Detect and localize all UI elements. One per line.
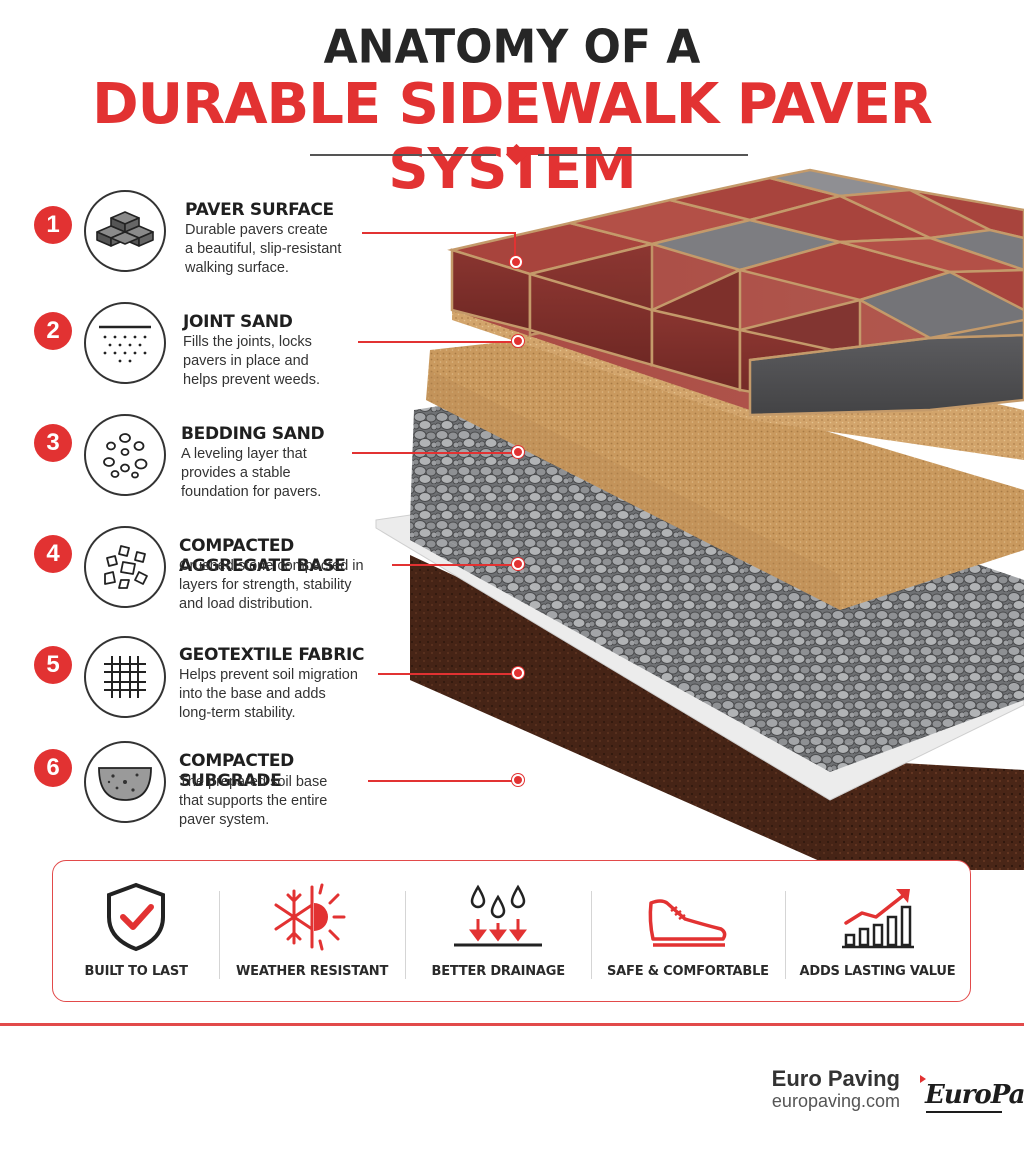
benefit-separator	[405, 891, 406, 979]
leader-line-5	[378, 673, 516, 675]
company-logo: EuroPa	[925, 1080, 1024, 1110]
leader-dot-2	[512, 335, 524, 347]
benefit-weather-resistant: WEATHER RESISTANT	[219, 861, 405, 1003]
layer-item-1: 1 PAVER SURFACE Durable pavers create a …	[0, 190, 400, 290]
paver-blocks-icon	[84, 190, 166, 272]
title-line-2: DURABLE SIDEWALK PAVER SYSTEM	[92, 72, 933, 202]
company-website[interactable]: europaving.com	[771, 1091, 900, 1111]
benefit-separator	[785, 891, 786, 979]
layer-description-1: Durable pavers create a beautiful, slip-…	[185, 222, 342, 276]
layer-description-5: Helps prevent soil migration into the ba…	[179, 667, 358, 721]
leader-line-1	[362, 232, 514, 234]
benefit-label-4: SAFE & COMFORTABLE	[607, 964, 769, 979]
benefit-separator	[219, 891, 220, 979]
growth-chart-icon	[841, 889, 914, 949]
layer-number-5: 5	[34, 646, 72, 684]
benefit-lasting-value: ADDS LASTING VALUE	[785, 861, 970, 1003]
layer-title-2: JOINT SAND	[183, 312, 293, 332]
layer-item-6: 6 COMPACTED SUBGRADE The prepared soil b…	[0, 741, 400, 841]
logo-underline	[926, 1111, 1002, 1113]
title-divider-right	[538, 154, 748, 156]
bedding-sand	[426, 340, 1024, 610]
footer-divider	[0, 1023, 1024, 1026]
shield-check-icon	[107, 882, 165, 952]
paver-layer-stack	[375, 168, 1024, 870]
benefit-separator	[591, 891, 592, 979]
layer-title-5: GEOTEXTILE FABRIC	[179, 645, 365, 665]
crushed-stone-icon	[84, 526, 166, 608]
layer-title-1: PAVER SURFACE	[185, 200, 334, 220]
layer-item-5: 5 GEOTEXTILE FABRIC Helps prevent soil m…	[0, 636, 400, 736]
title-line-1: ANATOMY OF A	[323, 20, 701, 75]
shoe-icon	[648, 899, 727, 947]
layer-item-4: 4 COMPACTED AGGREGATE BASE Crushed stone…	[0, 526, 400, 626]
layer-number-6: 6	[34, 749, 72, 787]
layer-description-3: A leveling layer that provides a stable …	[181, 446, 322, 500]
layer-number-4: 4	[34, 535, 72, 573]
layer-description-2: Fills the joints, locks pavers in place …	[183, 334, 321, 388]
leader-dot-1	[510, 256, 522, 268]
leader-dot-3	[512, 446, 524, 458]
aggregate-base	[410, 398, 1024, 750]
layer-description-6: The prepared soil base that supports the…	[179, 774, 328, 828]
sand-dots-icon	[84, 302, 166, 384]
layer-item-2: 2 JOINT SAND Fills the joints, locks pav…	[0, 302, 400, 402]
benefit-label-2: WEATHER RESISTANT	[236, 964, 389, 979]
leader-line-3	[352, 452, 516, 454]
leader-dot-5	[512, 667, 524, 679]
layer-number-2: 2	[34, 312, 72, 350]
leader-dot-4	[512, 558, 524, 570]
layer-description-4: Crushed stone compacted in layers for st…	[179, 558, 364, 612]
leader-line-2	[358, 341, 516, 343]
benefit-safe-comfortable: SAFE & COMFORTABLE	[591, 861, 785, 1003]
benefit-built-to-last: BUILT TO LAST	[53, 861, 219, 1003]
layer-number-1: 1	[34, 206, 72, 244]
woven-fabric-icon	[84, 636, 166, 718]
layer-title-6: COMPACTED SUBGRADE	[179, 751, 294, 791]
title-divider-left	[310, 154, 496, 156]
soil-bowl-icon	[84, 741, 166, 823]
pebbles-icon	[84, 414, 166, 496]
layer-title-3: BEDDING SAND	[181, 424, 325, 444]
company-name: Euro Paving	[771, 1066, 900, 1091]
leader-dot-6	[512, 774, 524, 786]
leader-line-4	[392, 564, 516, 566]
layer-number-3: 3	[34, 424, 72, 462]
leader-line-1-drop	[514, 232, 516, 262]
benefit-label-5: ADDS LASTING VALUE	[799, 964, 956, 979]
benefit-better-drainage: BETTER DRAINAGE	[405, 861, 591, 1003]
benefits-panel: BUILT TO LAST WEATHER RESISTANT	[52, 860, 971, 1002]
logo-arrow-icon	[920, 1075, 926, 1083]
snowflake-sun-icon	[274, 883, 346, 951]
benefit-label-3: BETTER DRAINAGE	[431, 964, 566, 979]
leader-line-6	[368, 780, 516, 782]
benefit-label-1: BUILT TO LAST	[84, 964, 188, 979]
water-drops-icon	[454, 884, 542, 947]
layer-title-4: COMPACTED AGGREGATE BASE	[179, 536, 346, 576]
layer-item-3: 3 BEDDING SAND A leveling layer that pro…	[0, 414, 400, 514]
